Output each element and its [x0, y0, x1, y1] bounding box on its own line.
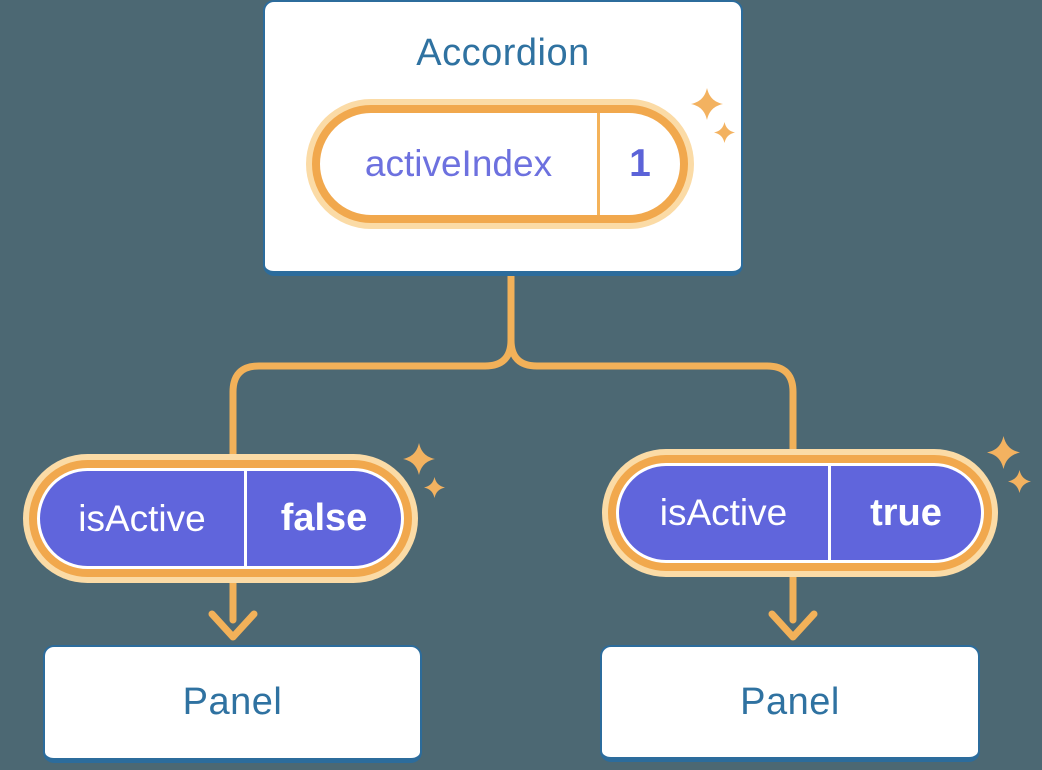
panel-title: Panel [740, 680, 840, 723]
state-pill-divider [597, 113, 600, 215]
panel-card-right: Panel [600, 645, 980, 762]
arrow-head-left-icon [208, 610, 258, 641]
state-pill-label: activeIndex [364, 143, 553, 184]
state-pill-border: activeIndex 1 [312, 105, 688, 223]
prop-pill-isactive-false: isActive false [23, 454, 418, 583]
prop-pill-value: true [870, 491, 942, 534]
sparkle-icon [403, 443, 435, 475]
prop-pill-value: false [280, 497, 368, 539]
prop-pill-divider [828, 466, 831, 560]
prop-pill-border: isActive false [29, 460, 412, 577]
prop-pill-border: isActive true [608, 455, 992, 571]
state-pill-value: 1 [629, 142, 651, 185]
prop-pill-core: isActive true [619, 466, 981, 560]
prop-pill-isactive-true: isActive true [602, 449, 998, 577]
state-pill: activeIndex 1 [306, 99, 694, 229]
sparkle-icon [424, 477, 445, 498]
sparkle-icon [1008, 470, 1031, 493]
sparkle-icon [691, 88, 723, 120]
arrow-head-right-icon [768, 610, 818, 641]
state-pill-core: activeIndex 1 [320, 113, 680, 215]
prop-pill-divider [244, 471, 247, 566]
prop-pill-label: isActive [659, 492, 788, 533]
sparkle-icon [714, 122, 735, 143]
connector-right-branch [507, 272, 797, 624]
panel-card-left: Panel [43, 645, 422, 763]
prop-pill-core: isActive false [40, 471, 401, 566]
sparkle-icon [987, 436, 1020, 469]
accordion-card: Accordion activeIndex 1 [263, 0, 743, 276]
prop-pill-label: isActive [78, 497, 206, 539]
accordion-title: Accordion [416, 32, 590, 74]
panel-title: Panel [182, 681, 283, 723]
